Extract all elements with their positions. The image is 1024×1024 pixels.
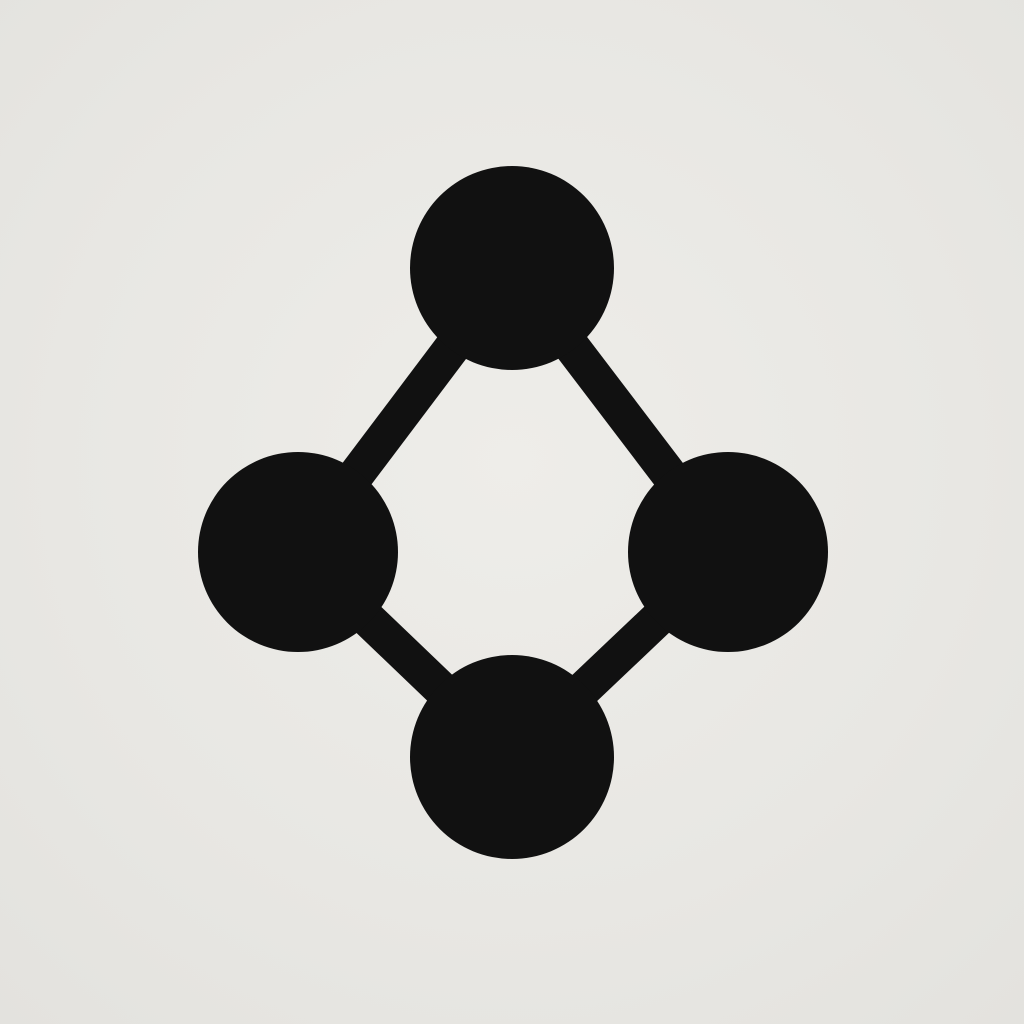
- node-right: [628, 452, 828, 652]
- node-top: [410, 166, 614, 370]
- nodes-group: [198, 166, 828, 859]
- node-left: [198, 452, 398, 652]
- node-bottom: [410, 655, 614, 859]
